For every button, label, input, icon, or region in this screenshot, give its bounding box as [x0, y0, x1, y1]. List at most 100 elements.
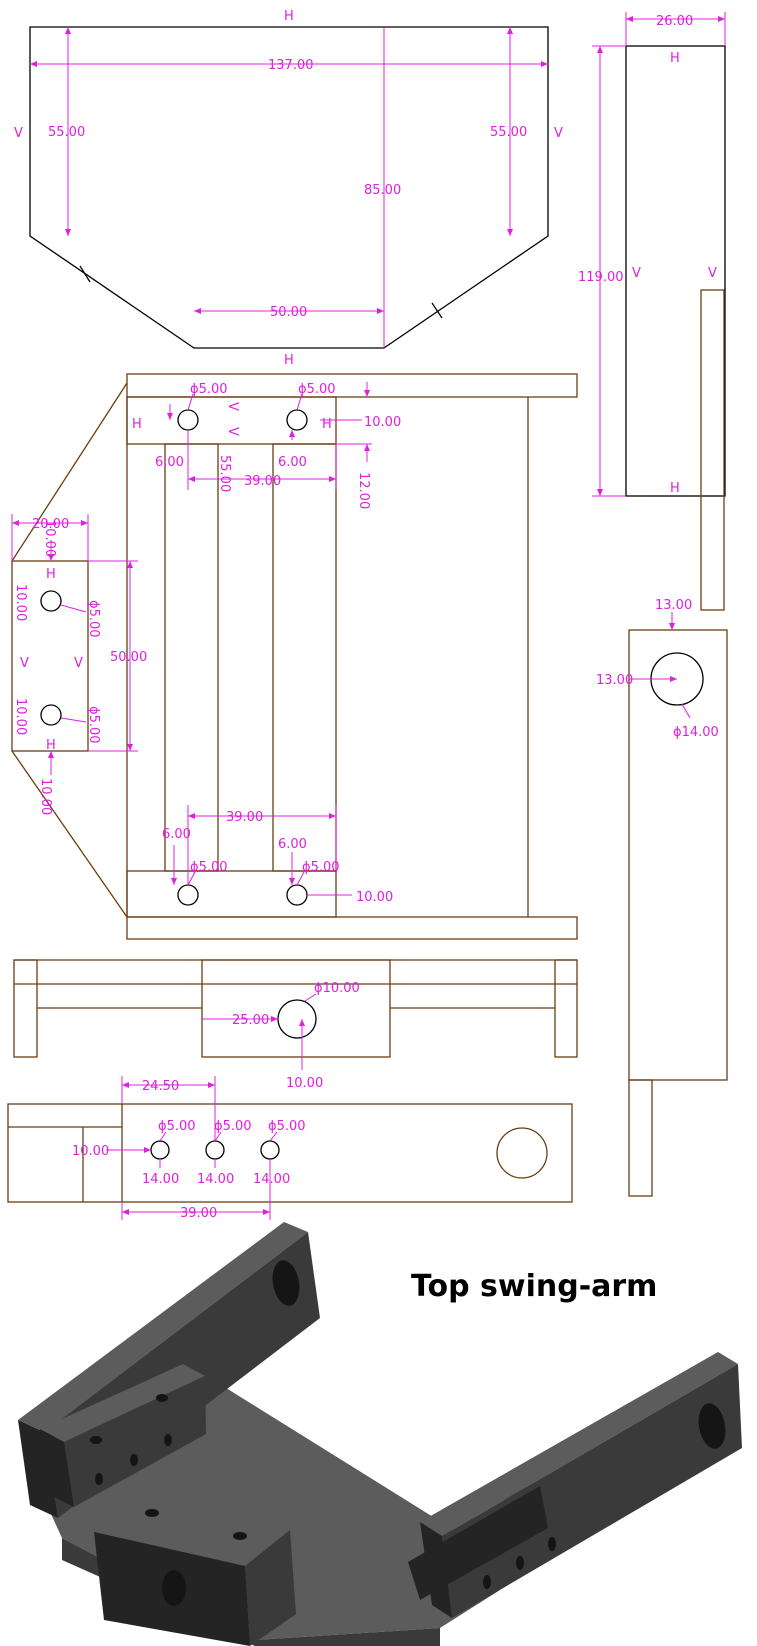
- dim-6-top-left: 6.00: [155, 404, 184, 470]
- svg-text:55.00: 55.00: [217, 455, 232, 492]
- render-3d: [18, 1222, 742, 1646]
- dim-24-50: 24.50: [121, 1076, 216, 1141]
- svg-text:ϕ10.00: ϕ10.00: [314, 981, 360, 996]
- svg-text:ϕ5.00: ϕ5.00: [214, 1119, 252, 1134]
- svg-text:25.00: 25.00: [232, 1013, 269, 1028]
- svg-text:26.00: 26.00: [656, 14, 693, 29]
- svg-text:H: H: [46, 738, 56, 753]
- dim-dia5-block-lower: ϕ5.00: [60, 706, 101, 744]
- svg-text:39.00: 39.00: [226, 810, 263, 825]
- svg-text:H: H: [284, 353, 294, 368]
- dim-26: 26.00: [625, 12, 726, 46]
- svg-text:10.00: 10.00: [42, 520, 57, 557]
- svg-text:55.00: 55.00: [48, 125, 85, 140]
- svg-text:50.00: 50.00: [110, 650, 147, 665]
- svg-text:39.00: 39.00: [244, 474, 281, 489]
- svg-text:ϕ14.00: ϕ14.00: [673, 725, 719, 740]
- dim-55-vertical: 55.00: [217, 455, 232, 492]
- svg-text:14.00: 14.00: [253, 1172, 290, 1187]
- svg-text:H: H: [132, 417, 142, 432]
- svg-text:14.00: 14.00: [142, 1172, 179, 1187]
- svg-text:50.00: 50.00: [270, 305, 307, 320]
- svg-text:55.00: 55.00: [490, 125, 527, 140]
- svg-text:13.00: 13.00: [655, 598, 692, 613]
- svg-text:6.00: 6.00: [278, 455, 307, 470]
- dim-14-bar-1: 14.00: [142, 1159, 179, 1187]
- dim-13-top: 13.00: [655, 598, 692, 630]
- dim-13-left: 13.00: [596, 673, 677, 688]
- dim-dia5-bar-2: ϕ5.00: [214, 1119, 252, 1142]
- dim-14-bar-2: 14.00: [197, 1159, 234, 1187]
- svg-text:H: H: [46, 567, 56, 582]
- svg-text:V: V: [708, 266, 717, 281]
- svg-text:20.00: 20.00: [32, 517, 69, 532]
- hole-bar-end: [496, 1127, 548, 1179]
- svg-text:6.00: 6.00: [162, 827, 191, 842]
- svg-text:ϕ5.00: ϕ5.00: [190, 382, 228, 397]
- hole-block-lower: [40, 704, 62, 726]
- hole-bottom-right: [286, 884, 308, 906]
- hole-bar-2: [205, 1140, 225, 1160]
- svg-text:V: V: [632, 266, 641, 281]
- dim-10-bottom: 10.00: [307, 890, 393, 905]
- dim-10-top: 10.00: [320, 382, 401, 430]
- svg-text:ϕ5.00: ϕ5.00: [298, 382, 336, 397]
- svg-text:6.00: 6.00: [155, 455, 184, 470]
- dim-dia5-bottom-left: ϕ5.00: [187, 860, 228, 886]
- dim-dia5-bottom-right: ϕ5.00: [296, 860, 340, 886]
- svg-text:V: V: [74, 656, 83, 671]
- dim-6-bottom-left: 6.00: [162, 827, 191, 885]
- svg-text:12.00: 12.00: [356, 472, 371, 509]
- dim-50-bottom: 50.00: [194, 305, 384, 320]
- dim-dia5-top-left: ϕ5.00: [187, 382, 228, 411]
- hole-bar-3: [260, 1140, 280, 1160]
- dim-39-bottom: 39.00: [187, 805, 337, 885]
- svg-text:ϕ5.00: ϕ5.00: [158, 1119, 196, 1134]
- svg-text:V: V: [225, 427, 240, 436]
- dim-39-bar: 39.00: [121, 1159, 271, 1221]
- view-long-bar: 24.50 ϕ5.00 ϕ5.00 ϕ5.00 10.00 14.00 14.0…: [7, 1076, 573, 1221]
- svg-text:24.50: 24.50: [142, 1079, 179, 1094]
- view-main-plan: ϕ5.00 ϕ5.00 10.00 12.00 6.00 6.00 55.00: [11, 373, 578, 940]
- dim-137: 137.00: [30, 58, 548, 73]
- svg-text:10.00: 10.00: [364, 415, 401, 430]
- drawing-title: Top swing-arm: [411, 1269, 657, 1304]
- svg-text:ϕ5.00: ϕ5.00: [86, 600, 101, 638]
- dim-10-block-top: 10.00: [42, 520, 57, 561]
- view-top-outline: 137.00 55.00 55.00 85.00 50.00 H H V V: [14, 9, 563, 368]
- svg-text:119.00: 119.00: [578, 270, 624, 285]
- dim-55-left: 55.00: [48, 27, 85, 236]
- dim-dia14: ϕ14.00: [673, 703, 719, 740]
- hole-dia10: [277, 999, 317, 1039]
- hole-block-upper: [40, 590, 62, 612]
- svg-text:H: H: [670, 51, 680, 66]
- hole-top-right: [286, 409, 308, 431]
- svg-text:H: H: [284, 9, 294, 24]
- svg-text:ϕ5.00: ϕ5.00: [190, 860, 228, 875]
- hole-top-left: [177, 409, 199, 431]
- dim-50-block: 50.00: [88, 560, 147, 752]
- svg-text:10.00: 10.00: [13, 584, 28, 621]
- svg-text:137.00: 137.00: [268, 58, 314, 73]
- hole-bottom-left: [177, 884, 199, 906]
- svg-text:H: H: [670, 481, 680, 496]
- dim-dia5-bar-3: ϕ5.00: [268, 1119, 306, 1142]
- svg-text:10.00: 10.00: [38, 778, 53, 815]
- svg-text:V: V: [554, 126, 563, 141]
- svg-text:ϕ5.00: ϕ5.00: [268, 1119, 306, 1134]
- dim-10-block-left: 10.00: [13, 584, 28, 621]
- svg-text:13.00: 13.00: [596, 673, 633, 688]
- dim-6-top-right: 6.00: [278, 430, 307, 470]
- dim-20: 20.00: [11, 514, 89, 561]
- svg-text:10.00: 10.00: [72, 1144, 109, 1159]
- dim-dia5-bar-1: ϕ5.00: [158, 1119, 196, 1142]
- svg-text:10.00: 10.00: [13, 698, 28, 735]
- dim-55-right: 55.00: [490, 27, 527, 236]
- dim-25: 25.00: [202, 1013, 278, 1028]
- svg-text:39.00: 39.00: [180, 1206, 217, 1221]
- svg-text:10.00: 10.00: [356, 890, 393, 905]
- hole-bar-1: [150, 1140, 170, 1160]
- dim-10-block-left-lower: 10.00: [13, 698, 28, 735]
- dim-14-bar-3: 14.00: [253, 1159, 290, 1187]
